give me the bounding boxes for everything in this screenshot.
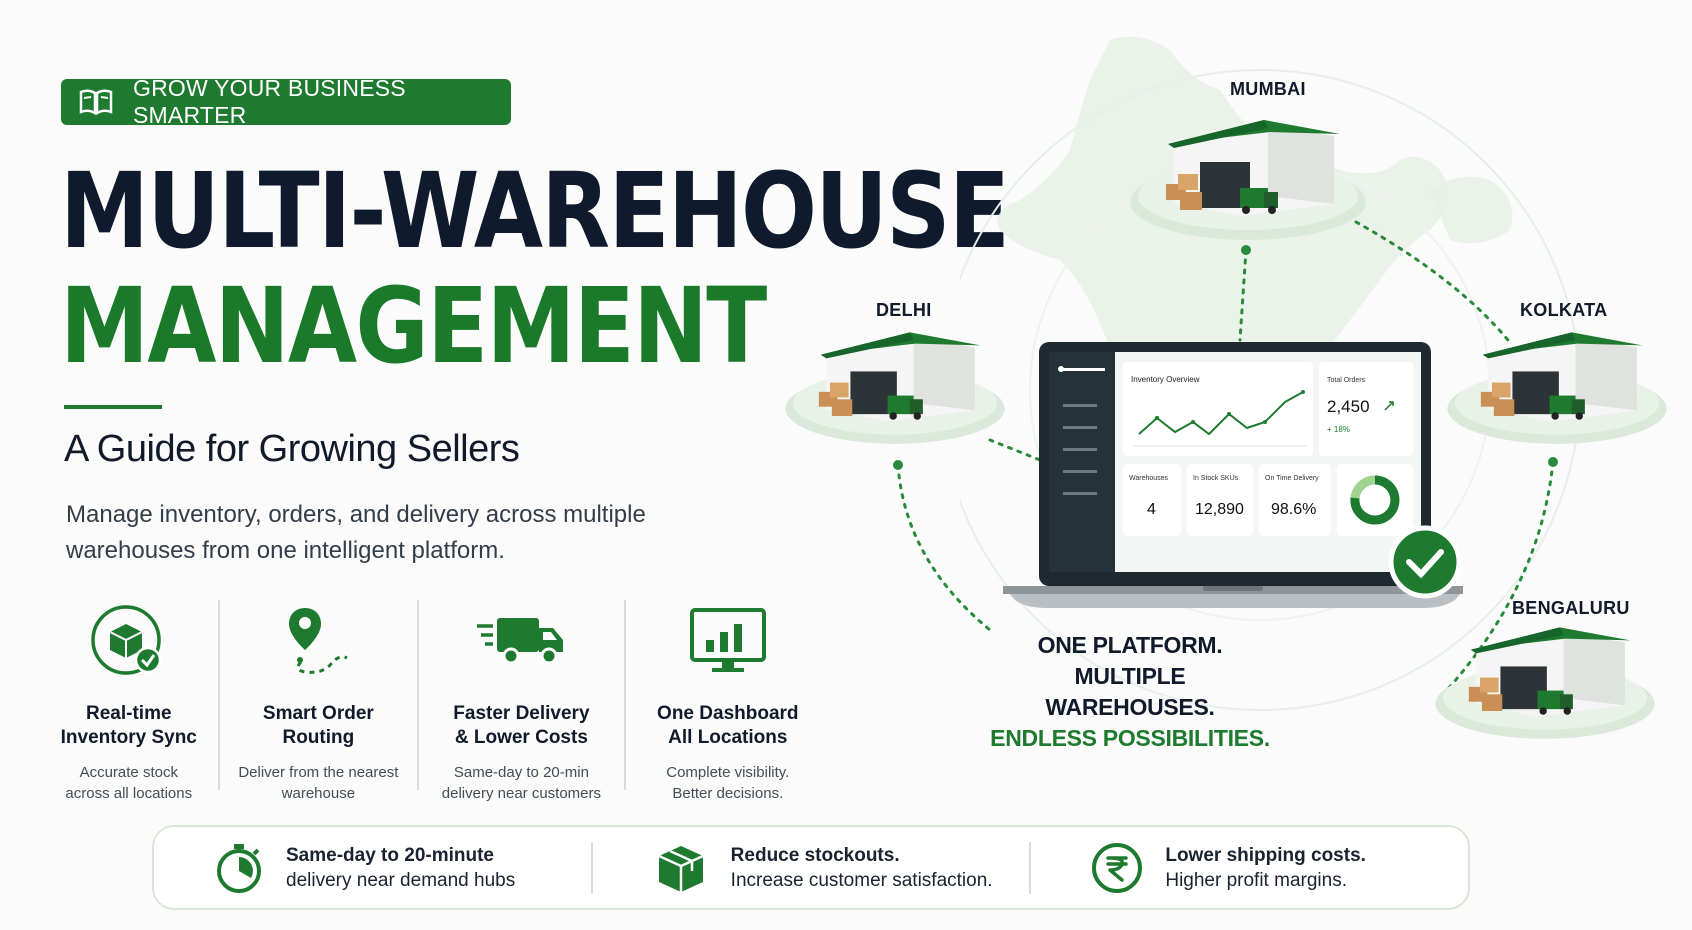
headline-line-1: MULTI-WAREHOUSE (60, 150, 1010, 272)
dash-skus-value: 12,890 (1195, 501, 1244, 518)
location-pin-route-icon (289, 608, 349, 674)
feature-desc-line-1: Same-day to 20-min (453, 764, 589, 781)
description: Manage inventory, orders, and delivery a… (66, 501, 646, 564)
warehouse-kolkata-illustration (1447, 332, 1667, 444)
dash-skus-label: In Stock SKUs (1193, 475, 1239, 482)
dash-total-orders-value: 2,450 (1327, 397, 1370, 416)
book-icon (79, 89, 113, 115)
feature-faster-delivery: Faster Delivery & Lower Costs Same-day to… (417, 600, 623, 802)
page-subtitle: A Guide for Growing Sellers (64, 428, 520, 470)
city-label-delhi: DELHI (876, 300, 932, 320)
feature-title-line-1: One Dashboard (657, 703, 799, 724)
feature-desc-line-1: Deliver from the nearest (238, 764, 399, 781)
rupee-icon (1092, 842, 1143, 893)
dash-overview-title: Inventory Overview (1131, 375, 1200, 384)
benefit-title: Reduce stockouts. (730, 844, 900, 866)
badge-label: GROW YOUR BUSINESS SMARTER (133, 75, 406, 128)
benefit-subtitle: Higher profit margins. (1165, 869, 1347, 891)
grow-business-badge: GROW YOUR BUSINESS SMARTER (61, 75, 511, 128)
stopwatch-icon (217, 843, 261, 893)
city-label-kolkata: KOLKATA (1520, 300, 1608, 320)
benefits-bar: Same-day to 20-minute delivery near deman… (152, 825, 1470, 910)
dash-ontime-value: 98.6% (1271, 501, 1316, 518)
warehouse-bengaluru-illustration (1435, 627, 1655, 739)
benefit-lower-costs: Lower shipping costs. Higher profit margi… (1029, 841, 1468, 894)
city-label-bengaluru: BENGALURU (1512, 598, 1630, 618)
dashboard-monitor-icon (689, 608, 766, 672)
feature-desc-line-2: delivery near customers (441, 785, 602, 802)
laptop-dashboard: Inventory Overview Total Orders 2,450 + … (1003, 342, 1463, 608)
feature-title-line-2: All Locations (668, 727, 788, 748)
delivery-truck-icon (477, 618, 564, 665)
dash-total-orders-change: + 18% (1327, 425, 1350, 434)
feature-title-line-1: Faster Delivery (453, 703, 590, 724)
city-label-mumbai: MUMBAI (1230, 79, 1306, 99)
feature-desc-line-2: warehouse (281, 785, 356, 802)
platform-tagline: ONE PLATFORM. MULTIPLE WAREHOUSES. ENDLE… (990, 630, 1270, 754)
benefit-reduce-stockouts: Reduce stockouts. Increase customer satis… (590, 841, 1030, 894)
warehouse-mumbai-illustration (1130, 120, 1366, 240)
tagline-line-3: ENDLESS POSSIBILITIES. (990, 725, 1270, 751)
dash-warehouses-label: Warehouses (1129, 475, 1169, 482)
feature-title-line-1: Smart Order (262, 703, 374, 724)
dash-total-orders-label: Total Orders (1327, 377, 1366, 384)
package-icon (658, 845, 704, 892)
feature-desc-line-1: Accurate stock (79, 764, 178, 781)
benefit-subtitle: Increase customer satisfaction. (730, 869, 993, 891)
inventory-box-check-icon (91, 605, 162, 675)
feature-title-line-2: & Lower Costs (454, 727, 588, 748)
dash-warehouses-value: 4 (1147, 501, 1156, 518)
benefit-title: Lower shipping costs. (1165, 844, 1366, 866)
divider (64, 405, 162, 409)
benefit-subtitle: delivery near demand hubs (286, 869, 516, 891)
feature-title-line-2: Inventory Sync (60, 727, 197, 748)
dash-ontime-label: On Time Delivery (1265, 475, 1319, 482)
warehouse-delhi-illustration (785, 332, 1005, 444)
feature-desc-line-1: Complete visibility. (666, 764, 790, 781)
benefit-title: Same-day to 20-minute (286, 844, 494, 866)
tagline-line-2: MULTIPLE WAREHOUSES. (1045, 663, 1215, 720)
headline-line-2: MANAGEMENT (60, 265, 767, 387)
feature-title-line-2: Routing (282, 727, 355, 748)
tagline-line-1: ONE PLATFORM. (1037, 632, 1223, 658)
feature-title-line-1: Real-time (86, 703, 172, 724)
feature-desc-line-2: Better decisions. (672, 785, 784, 802)
benefit-fast-delivery: Same-day to 20-minute delivery near deman… (154, 827, 591, 908)
feature-desc-line-2: across all locations (65, 785, 193, 802)
